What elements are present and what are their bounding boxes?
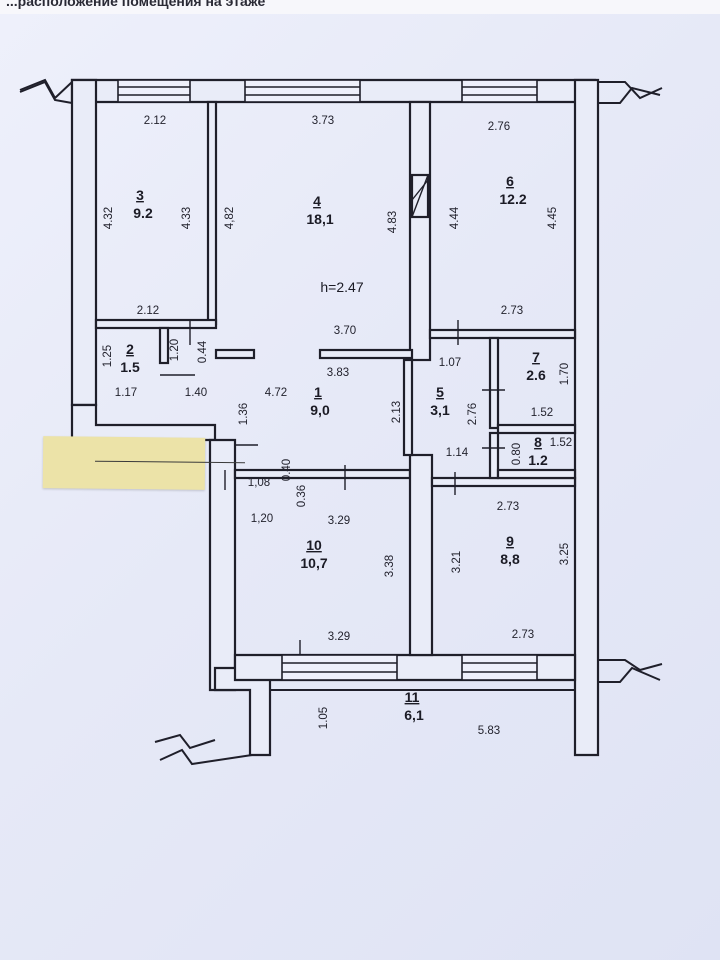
interior-walls — [94, 100, 577, 691]
dim-label: 5.83 — [478, 725, 500, 737]
room-10-area: 10,7 — [300, 555, 327, 571]
dim-label: 1.52 — [550, 437, 572, 449]
dim-label: 2.76 — [488, 121, 510, 133]
dim-label: 2.73 — [512, 629, 534, 641]
room-4-area: 18,1 — [306, 211, 333, 227]
dim-label: 1.05 — [318, 707, 330, 729]
dim-label: 3.25 — [559, 543, 571, 565]
dim-label: 4.33 — [181, 207, 193, 229]
dim-label: 2.12 — [144, 115, 166, 127]
room-3-number: 3 — [136, 187, 144, 203]
dim-label: 1.70 — [559, 363, 571, 385]
room-8-area: 1.2 — [528, 452, 548, 468]
dim-label: 3.21 — [451, 551, 463, 573]
room-1-number: 1 — [314, 384, 322, 400]
door-markers — [160, 320, 505, 655]
room-9-number: 9 — [506, 533, 514, 549]
dim-label: 4.32 — [103, 207, 115, 229]
dim-label: 1.20 — [169, 339, 181, 361]
room-4-number: 4 — [313, 193, 321, 209]
dim-label: 0.44 — [197, 340, 209, 363]
dim-label: 2.12 — [137, 305, 159, 317]
room-11-number: 11 — [405, 689, 420, 705]
room-9-area: 8,8 — [500, 551, 520, 567]
dim-label: 2.76 — [467, 403, 479, 425]
dim-label: 4,82 — [224, 207, 236, 229]
wall-breaks — [19, 78, 663, 766]
room-5-number: 5 — [436, 384, 444, 400]
header-strip: ...расположение помещения на этаже — [0, 0, 720, 14]
room-5-area: 3,1 — [430, 402, 450, 418]
room-2-number: 2 — [126, 341, 134, 357]
ceiling-height: h=2.47 — [320, 279, 363, 295]
dim-label: 2.13 — [391, 401, 403, 423]
room-6-area: 12.2 — [499, 191, 526, 207]
dim-label: 0.80 — [511, 443, 523, 465]
dim-label: 1.36 — [238, 403, 250, 425]
dim-label: 1.25 — [102, 345, 114, 367]
dim-label: 1.14 — [446, 447, 469, 459]
room-8-number: 8 — [534, 434, 542, 450]
dim-label: 1,20 — [251, 513, 273, 525]
outer-walls — [70, 78, 600, 757]
sticky-note — [42, 436, 206, 490]
dim-label: 0.40 — [281, 459, 293, 481]
dim-label: 0.36 — [296, 485, 308, 507]
room-11-area: 6,1 — [404, 707, 424, 723]
room-2-area: 1.5 — [120, 359, 140, 375]
windows — [117, 79, 538, 681]
room-10-number: 10 — [306, 537, 322, 553]
dim-label: 1.40 — [185, 387, 207, 399]
dim-label: 3.83 — [327, 367, 349, 379]
dimension-labels: 2.12 3.73 2.76 4.32 4.33 4,82 4.83 4.44 … — [102, 115, 572, 737]
dim-label: 4.45 — [547, 207, 559, 229]
dim-label: 1.07 — [439, 357, 461, 369]
dim-label: 3.38 — [384, 555, 396, 577]
dim-label: 1.17 — [115, 387, 137, 399]
header-text: ...расположение помещения на этаже — [6, 0, 266, 9]
dim-label: 3.70 — [334, 325, 356, 337]
dim-label: 4.44 — [449, 206, 461, 229]
room-6-number: 6 — [506, 173, 514, 189]
room-labels: 3 9.2 4 18,1 6 12.2 h=2.47 2 1.5 1 9,0 5… — [120, 173, 548, 723]
dim-label: 3.29 — [328, 631, 350, 643]
dim-label: 2.73 — [501, 305, 523, 317]
dim-label: 1,08 — [248, 477, 270, 489]
dim-label: 3.73 — [312, 115, 334, 127]
dim-label: 3.29 — [328, 515, 350, 527]
room-1-area: 9,0 — [310, 402, 330, 418]
room-3-area: 9.2 — [133, 205, 153, 221]
room-7-number: 7 — [532, 349, 540, 365]
dim-label: 4.83 — [387, 211, 399, 233]
dim-label: 1.52 — [531, 407, 553, 419]
room-7-area: 2.6 — [526, 367, 546, 383]
dim-label: 4.72 — [265, 387, 287, 399]
dim-label: 2.73 — [497, 501, 519, 513]
